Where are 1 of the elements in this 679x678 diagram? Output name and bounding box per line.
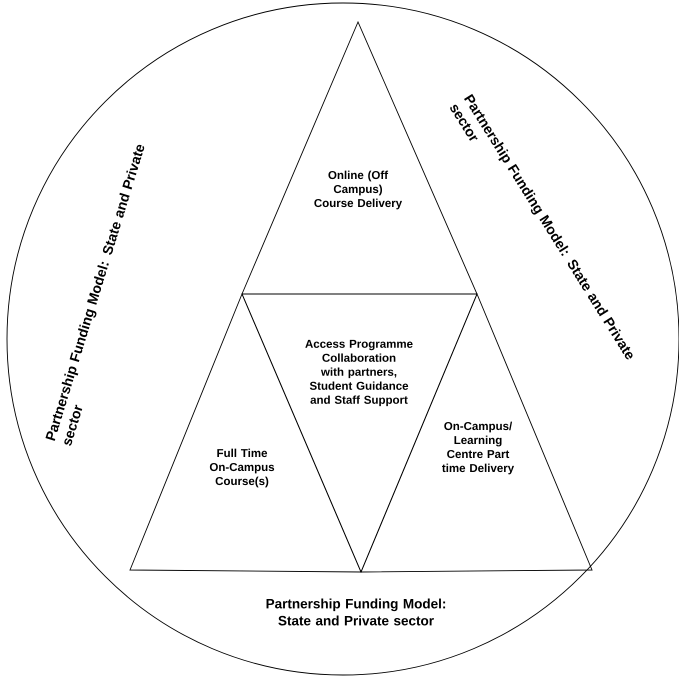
- caption-text: Partnership Funding Model: State and Private sector: [266, 598, 446, 626]
